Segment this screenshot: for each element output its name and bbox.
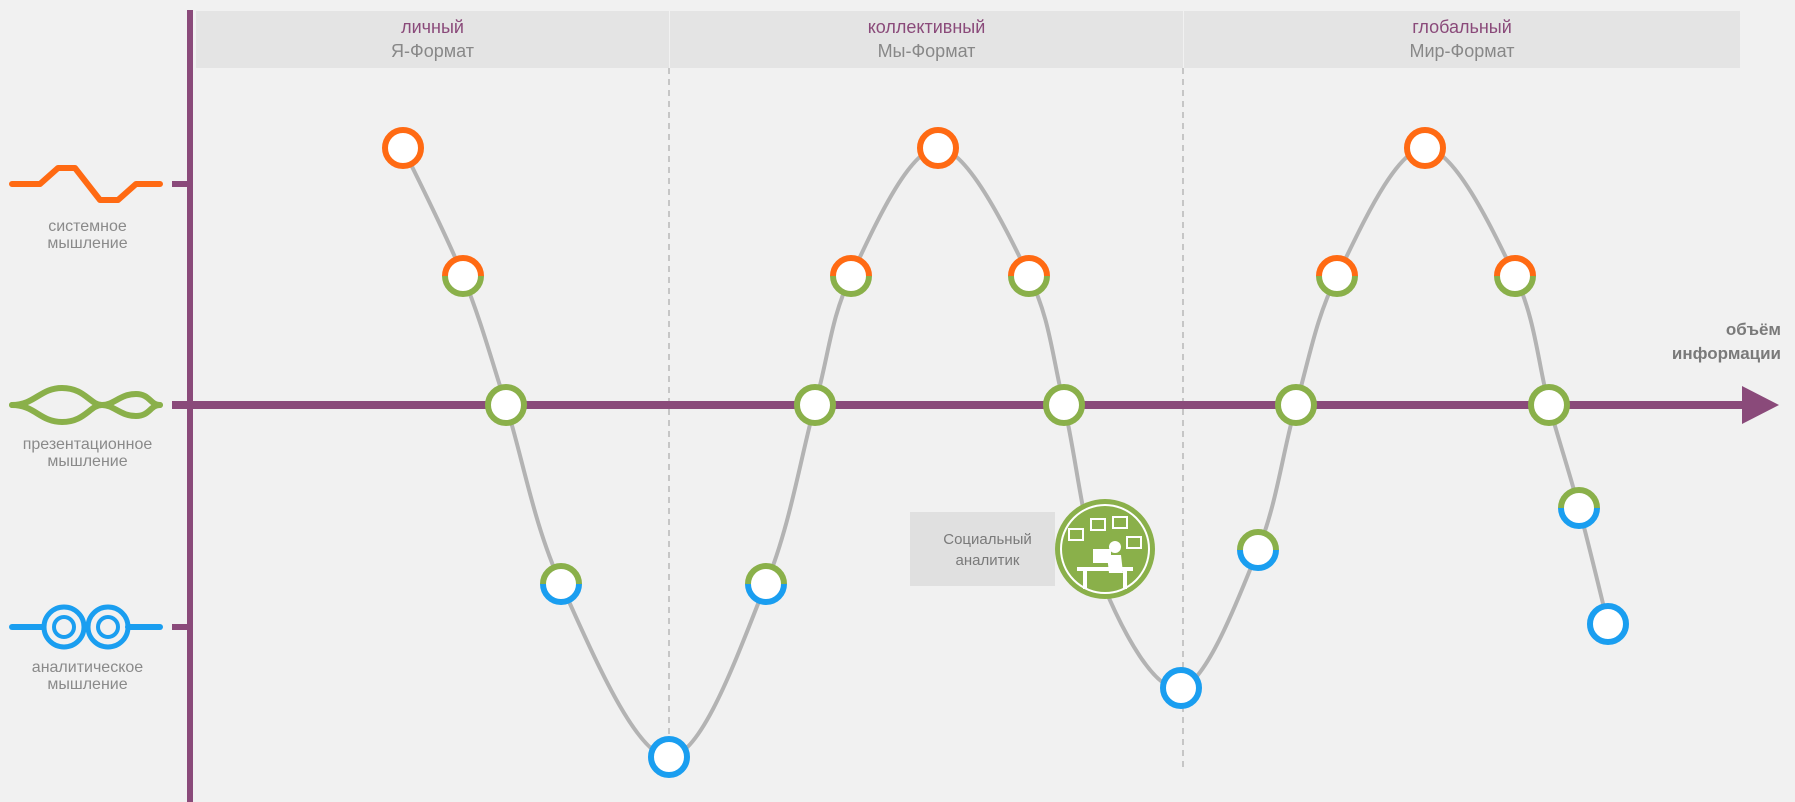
x-axis-label-line: информации [1671,344,1781,363]
callout-line: аналитик [955,552,1020,569]
mode-label-line: аналитическое [31,659,144,676]
column-category: глобальный [1412,17,1512,37]
wave-node-analytical [1587,603,1629,645]
column-header-collective: коллективный Мы-Формат [670,11,1183,68]
wave-node-presentation-analytical [1237,529,1279,571]
callout-line: Социальный [943,531,1032,548]
wave-node-analytical [1160,667,1202,709]
mode-label-line: мышление [47,676,128,693]
x-axis-label-line: объём [1725,320,1781,339]
wave-node-presentation-analytical [745,563,787,605]
mode-label-line: презентационное [22,436,153,453]
wave-node-systemic [917,127,959,169]
column-header-personal: личный Я-Формат [196,11,669,68]
presentation-thinking-icon [9,384,163,426]
social-analyst-icon [1055,499,1155,599]
wave-node-systemic-presentation [1316,255,1358,297]
analytical-thinking-icon [9,604,163,650]
column-category: личный [401,17,464,37]
wave-node-systemic-presentation [1494,255,1536,297]
wave-node-presentation [1043,384,1085,426]
wave-node-presentation [1528,384,1570,426]
wave-curve [401,145,1610,760]
wave-nodes [382,127,1629,778]
wave-node-presentation-analytical [540,563,582,605]
mode-label-line: мышление [47,453,128,470]
wave-node-systemic [1404,127,1446,169]
wave-node-systemic-presentation [442,255,484,297]
column-format: Мы-Формат [877,41,976,61]
mode-label-line: системное [48,218,127,235]
social-analyst-label: Социальный аналитик [925,529,1050,571]
presentation-thinking-label: презентационное мышление [0,436,175,470]
x-axis-arrowhead [1742,386,1779,424]
wave-node-presentation [794,384,836,426]
social-analyst-callout [910,512,1055,586]
wave-node-systemic-presentation [830,255,872,297]
column-format: Я-Формат [391,41,474,61]
column-header-global: глобальный Мир-Формат [1184,11,1740,68]
wave-node-systemic [382,127,424,169]
systemic-thinking-icon [9,165,163,203]
wave-node-presentation [1275,384,1317,426]
wave-node-presentation [485,384,527,426]
column-category: коллективный [867,17,986,37]
wave-node-analytical [648,736,690,778]
mode-label-line: мышление [47,235,128,252]
analytical-thinking-label: аналитическое мышление [0,659,175,693]
systemic-thinking-label: системное мышление [0,218,175,252]
wave-node-presentation-analytical [1558,487,1600,529]
column-format: Мир-Формат [1409,41,1515,61]
x-axis-label: объём информации [1672,318,1781,366]
wave-node-systemic-presentation [1008,255,1050,297]
